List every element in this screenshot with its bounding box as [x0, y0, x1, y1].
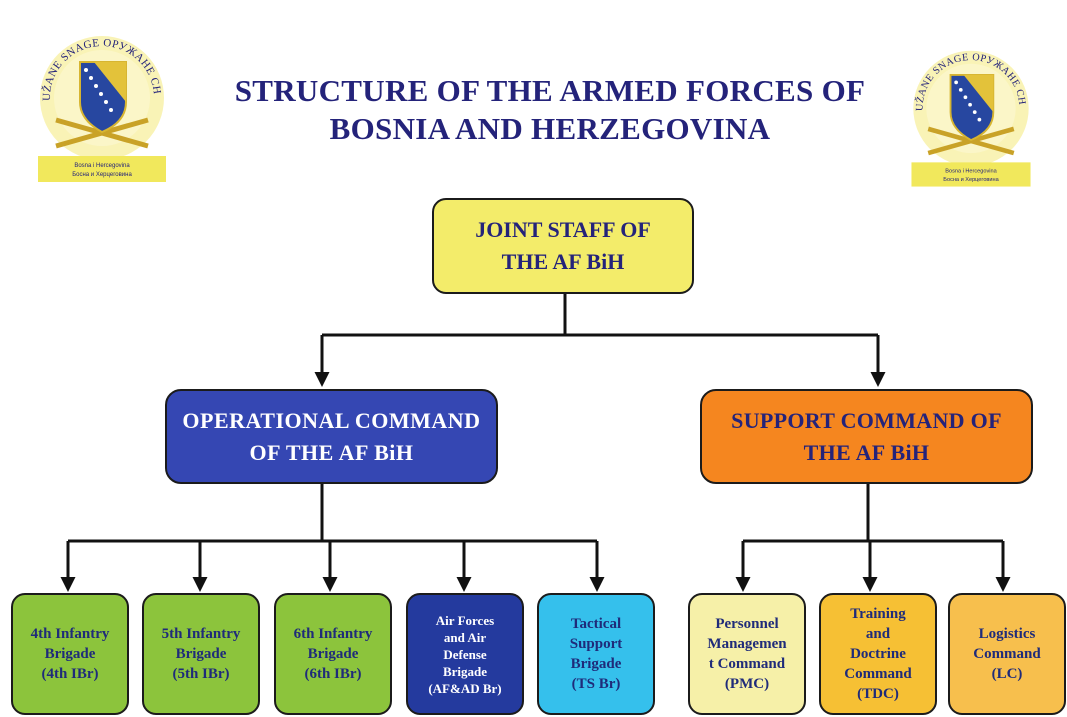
operational-command-box: OPERATIONAL COMMAND OF THE AF BiH	[165, 389, 498, 484]
unit-tactical-support-brigade: Tactical Support Brigade (TS Br)	[537, 593, 655, 715]
unit-label-line: Brigade	[307, 646, 359, 662]
unit-label-line: (AF&AD Br)	[428, 680, 502, 696]
unit-label-line: 5th Infantry	[161, 626, 241, 642]
unit-label-line: Brigade	[570, 656, 622, 672]
ribbon-text-1: Bosna i Hercegovina	[74, 163, 130, 169]
page-title: STRUCTURE OF THE ARMED FORCES OF BOSNIA …	[200, 72, 900, 148]
unit-label-line: (4th IBr)	[41, 666, 99, 682]
unit-6th-infantry-brigade: 6th Infantry Brigade (6th IBr)	[274, 593, 392, 715]
unit-label-line: Personnel	[715, 616, 779, 632]
support-command-line-1: SUPPORT COMMAND OF	[731, 407, 1002, 433]
unit-label-line: Logistics	[978, 626, 1036, 642]
unit-label-line: Support	[569, 636, 623, 652]
unit-air-forces-air-defense-brigade: Air Forces and Air Defense Brigade (AF&A…	[406, 593, 524, 715]
armed-forces-emblem-right: ORUŽANE SNAGE ОРУЖАНЕ СНАГЕ Bosna i Herc…	[896, 34, 1031, 187]
unit-label-line: (5th IBr)	[172, 666, 230, 682]
unit-label-line: Doctrine	[850, 646, 906, 662]
emblem-ribbon	[38, 156, 166, 182]
unit-label-line: (TDC)	[857, 686, 899, 702]
unit-label-line: Command	[844, 666, 912, 682]
unit-5th-infantry-brigade: 5th Infantry Brigade (5th IBr)	[142, 593, 260, 715]
unit-personnel-management-command: Personnel Managemen t Command (PMC)	[688, 593, 806, 715]
unit-label-line: (LC)	[991, 666, 1023, 682]
operational-command-line-1: OPERATIONAL COMMAND	[182, 407, 481, 433]
unit-label-line: Defense	[443, 646, 487, 662]
support-command-line-2: THE AF BiH	[803, 439, 930, 465]
armed-forces-emblem-left: ORUŽANE SNAGE ОРУЖАНЕ СНАГЕ Bosna i Herc…	[22, 18, 166, 182]
unit-label-line: 4th Infantry	[30, 626, 110, 642]
title-line-1: STRUCTURE OF THE ARMED FORCES OF	[234, 73, 866, 108]
unit-label-line: Tactical	[570, 616, 622, 632]
unit-label-line: Command	[973, 646, 1041, 662]
unit-label-line: 6th Infantry	[293, 626, 373, 642]
unit-label-line: Air Forces	[435, 612, 495, 628]
joint-staff-box: JOINT STAFF OF THE AF BiH	[432, 198, 694, 294]
title-line-2: BOSNIA AND HERZEGOVINA	[329, 111, 771, 146]
unit-label-line: (TS Br)	[571, 676, 621, 692]
unit-label-line: Brigade	[442, 663, 488, 679]
unit-label-line: and	[865, 626, 891, 642]
ribbon-text-1: Bosna i Hercegovina	[945, 169, 997, 175]
support-command-box: SUPPORT COMMAND OF THE AF BiH	[700, 389, 1033, 484]
emblem-ribbon	[911, 162, 1031, 187]
unit-label-line: and Air	[443, 629, 487, 645]
joint-staff-line-2: THE AF BiH	[501, 249, 625, 274]
ribbon-text-2: Босна и Херцеговина	[72, 172, 132, 178]
unit-label-line: Managemen	[707, 636, 787, 652]
ribbon-text-2: Босна и Херцеговина	[943, 177, 999, 183]
unit-label-line: Training	[850, 606, 906, 622]
unit-logistics-command: Logistics Command (LC)	[948, 593, 1066, 715]
unit-training-doctrine-command: Training and Doctrine Command (TDC)	[819, 593, 937, 715]
unit-label-line: t Command	[708, 656, 786, 672]
unit-label-line: Brigade	[44, 646, 96, 662]
joint-staff-line-1: JOINT STAFF OF	[475, 217, 651, 242]
unit-4th-infantry-brigade: 4th Infantry Brigade (4th IBr)	[11, 593, 129, 715]
operational-command-line-2: OF THE AF BiH	[249, 439, 414, 465]
unit-label-line: (PMC)	[724, 676, 770, 692]
unit-label-line: (6th IBr)	[304, 666, 362, 682]
unit-label-line: Brigade	[175, 646, 227, 662]
